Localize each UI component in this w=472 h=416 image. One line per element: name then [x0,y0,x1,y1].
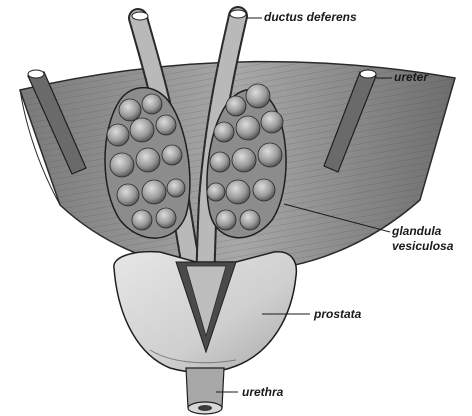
urethra [186,368,224,414]
label-urethra: urethra [242,385,283,399]
label-prostata: prostata [314,307,361,321]
label-glandula-line1: glandula [392,224,453,239]
label-ureter: ureter [394,70,428,84]
label-ductus-deferens: ductus deferens [264,10,357,24]
label-glandula-vesiculosa: glandula vesiculosa [392,224,453,254]
label-glandula-line2: vesiculosa [392,239,453,254]
prostate [114,252,297,373]
